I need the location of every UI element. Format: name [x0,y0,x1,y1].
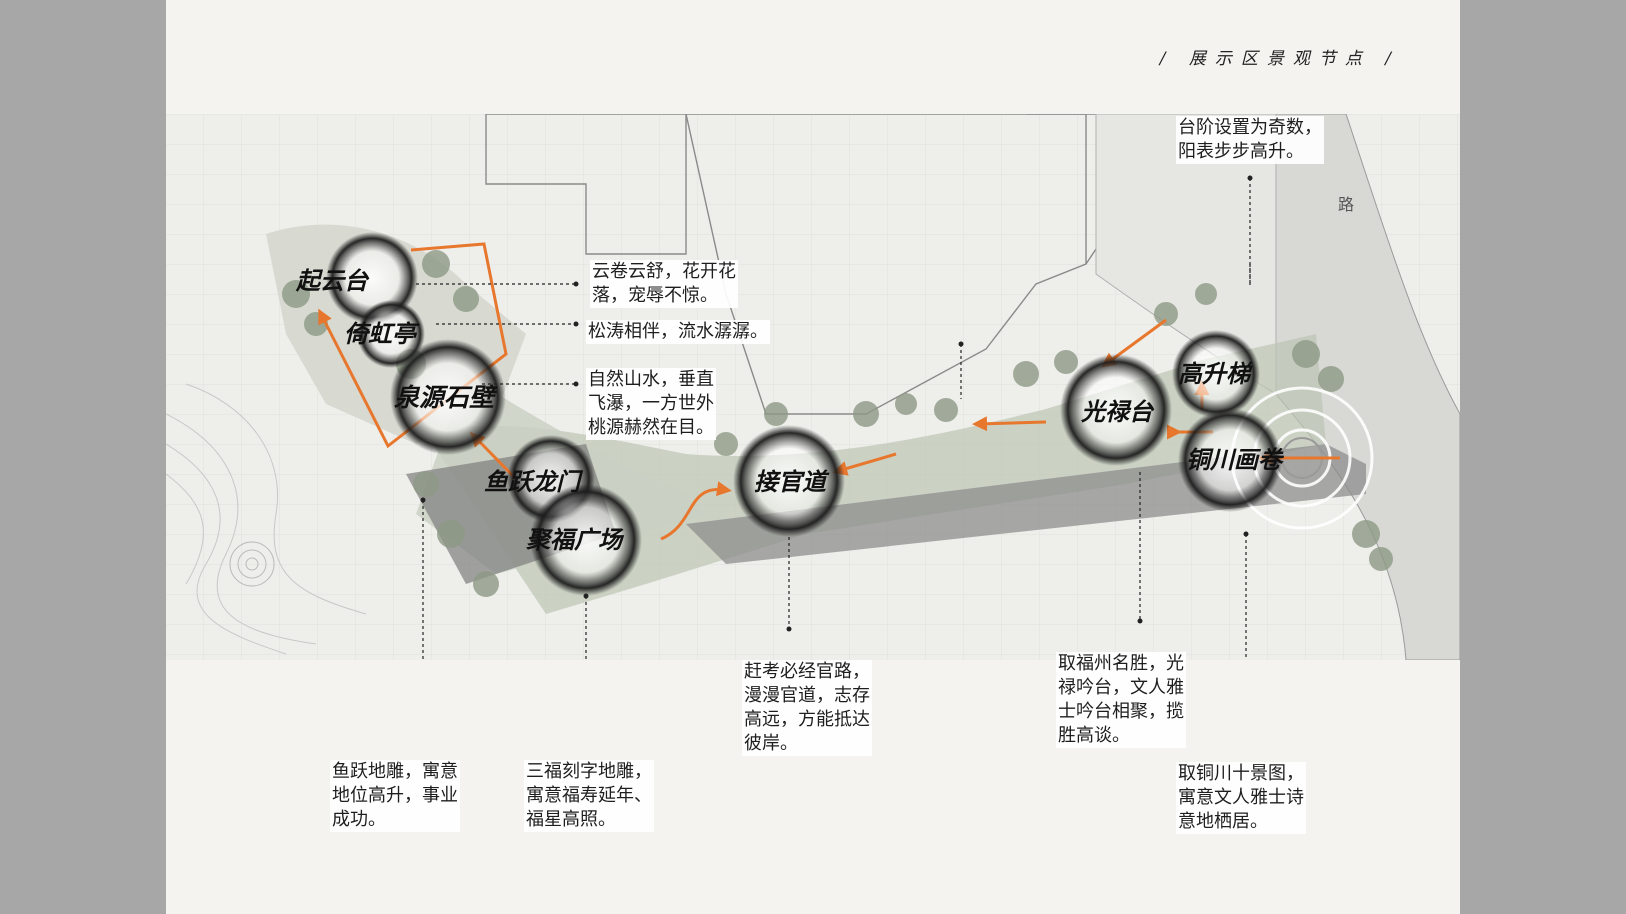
node-label-guanglutai: 光禄台 [1080,397,1155,426]
page-title: / 展示区景观节点 / [1159,49,1400,69]
node-label-quanyuanshibi: 泉源石壁 [394,383,498,412]
node-label-yuyuelongmen: 鱼跃龙门 [484,467,584,496]
desc-tongchuanhuajuan: 取铜川十景图， 寓意文人雅士诗 意地栖居。 [1176,762,1306,834]
ink-circle-gaoshengti [1172,330,1260,418]
desc-yuyuelongmen: 鱼跃地雕，寓意 地位高升，事业 成功。 [330,760,460,832]
node-label-tongchuanhuajuan: 铜川画卷 [1186,445,1285,474]
desc-quanyuanshibi: 自然山水，垂直 飞瀑，一方世外 桃源赫然在目。 [586,368,716,440]
desc-qiyuntai: 云卷云舒，花开花 落，宠辱不惊。 [590,260,738,308]
node-label-jufuguangchang: 聚福广场 [525,525,625,554]
slide: / 展示区景观节点 / [166,0,1460,914]
ink-circle-jufuguangchang [530,484,642,596]
node-label-yihongting: 倚虹亭 [344,319,420,348]
road-label: 路 [1338,195,1354,214]
ink-circle-yihongting [357,300,425,368]
desc-jieguandao: 赶考必经官路， 漫漫官道，志存 高远，方能抵达 彼岸。 [742,660,872,756]
ink-circles [326,232,1282,596]
node-label-qiyuntai: 起云台 [295,266,370,295]
ink-circle-jieguandao [733,425,845,537]
desc-gaoshengti: 台阶设置为奇数， 阳表步步高升。 [1176,116,1324,164]
ink-circle-tongchuanhuajuan [1178,408,1282,512]
desc-yihongting: 松涛相伴，流水潺潺。 [586,320,770,344]
desc-jufuguangchang: 三福刻字地雕， 寓意福寿延年、 福星高照。 [524,760,654,832]
ink-circle-guanglutai [1060,354,1172,466]
node-label-jieguandao: 接官道 [754,467,830,496]
desc-guanglutai: 取福州名胜，光 禄吟台，文人雅 士吟台相聚，揽 胜高谈。 [1056,652,1186,748]
node-label-gaoshengti: 高升梯 [1178,359,1253,388]
site-plan-map: 路 [166,114,1460,660]
ink-circle-quanyuanshibi [390,339,506,455]
